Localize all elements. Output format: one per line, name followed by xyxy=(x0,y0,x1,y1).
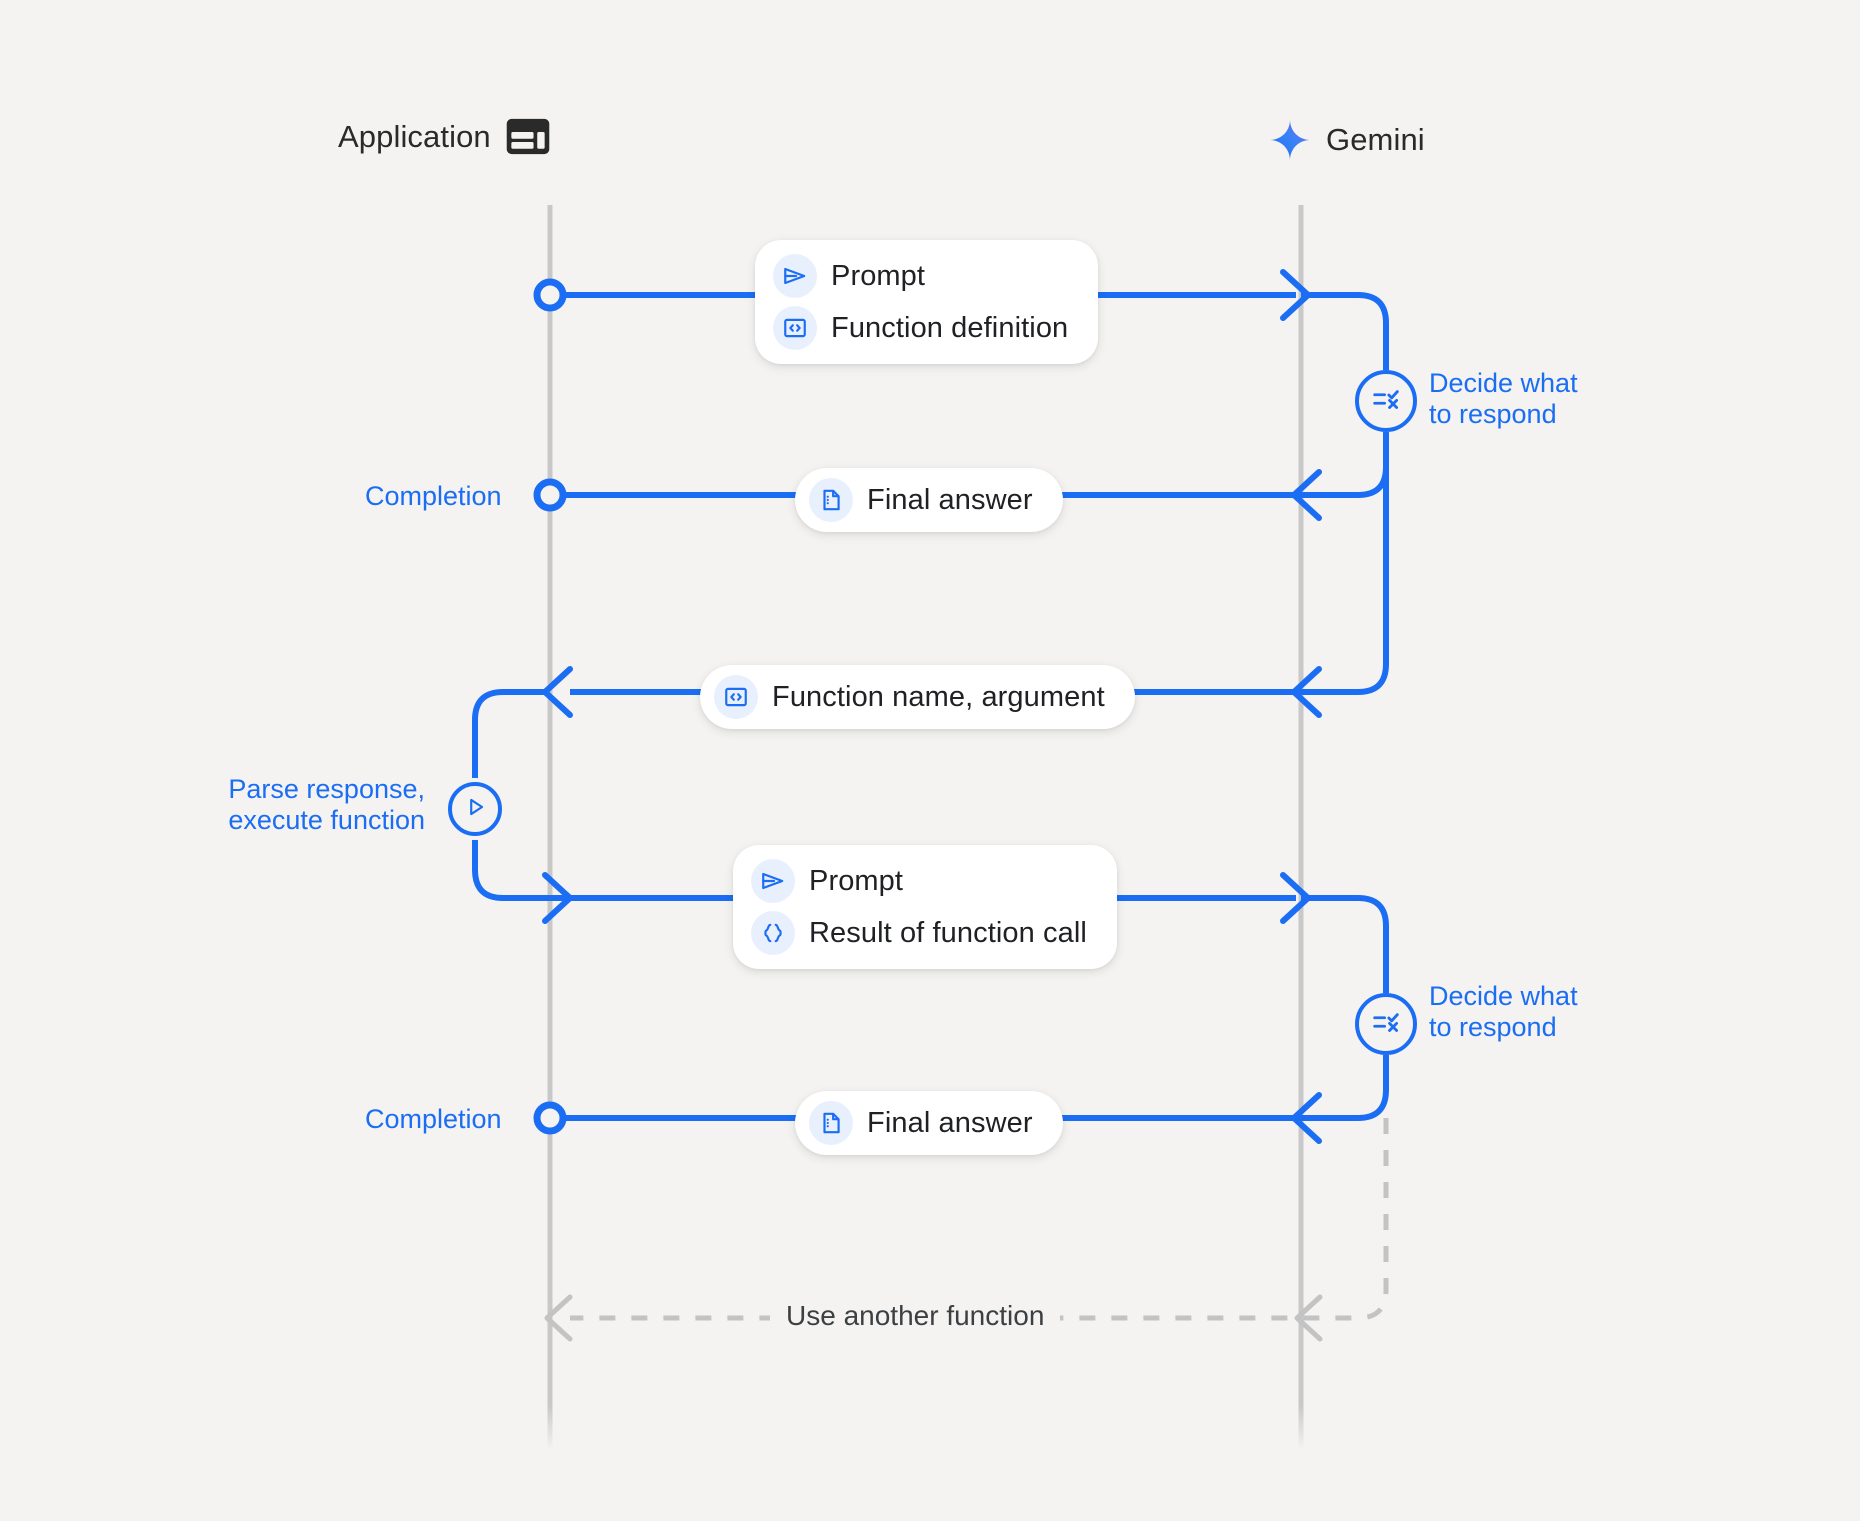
lifeline-application xyxy=(547,205,553,1450)
message-label: Final answer xyxy=(867,1106,1033,1139)
wire-final-answer-2 xyxy=(533,1055,1389,1144)
play-icon xyxy=(462,794,488,825)
label-completion-2: Completion xyxy=(365,1104,502,1134)
dashboard-layout-icon xyxy=(505,118,551,155)
message-row: Function definition xyxy=(773,306,1068,350)
lifeline-gemini xyxy=(1298,205,1304,1450)
code-brackets-box-icon xyxy=(714,675,758,719)
message-label: Prompt xyxy=(831,259,926,292)
message-card-function-name-argument[interactable]: Function name, argument xyxy=(700,665,1135,729)
decide-line-1: Decide what xyxy=(1429,368,1578,398)
message-label: Prompt xyxy=(809,864,904,897)
parse-line-1: Parse response, xyxy=(228,774,425,804)
start-marker xyxy=(533,278,567,312)
checklist-decision-icon xyxy=(1369,382,1403,421)
label-decide-what-to-respond-2: Decide what to respond xyxy=(1429,981,1578,1044)
message-label: Final answer xyxy=(867,483,1033,516)
parse-line-2: execute function xyxy=(228,805,425,836)
label-parse-response-execute-function: Parse response, execute function xyxy=(195,774,425,837)
column-header-gemini: Gemini xyxy=(1268,118,1425,162)
code-brackets-box-icon xyxy=(773,306,817,350)
document-icon xyxy=(809,1101,853,1145)
message-row: Final answer xyxy=(809,1101,1033,1145)
message-card-prompt-result-of-function-call[interactable]: Prompt Result of function call xyxy=(733,845,1117,969)
message-card-final-answer-2[interactable]: Final answer xyxy=(795,1091,1063,1155)
message-card-final-answer-1[interactable]: Final answer xyxy=(795,468,1063,532)
message-card-prompt-function-definition[interactable]: Prompt Function definition xyxy=(755,240,1099,364)
wire-loop-back xyxy=(544,1118,1389,1342)
label-decide-what-to-respond-1: Decide what to respond xyxy=(1429,368,1578,431)
process-node-parse-execute[interactable] xyxy=(448,782,502,836)
wire-second-prompt xyxy=(472,840,1389,993)
decide-line-2: to respond xyxy=(1429,399,1557,430)
label-completion-1: Completion xyxy=(365,481,502,511)
message-row: Final answer xyxy=(809,478,1033,522)
message-row: Function name, argument xyxy=(714,675,1105,719)
message-row: Prompt xyxy=(773,254,1068,298)
column-label-application: Application xyxy=(338,118,491,154)
send-icon xyxy=(751,859,795,903)
column-label-gemini: Gemini xyxy=(1326,122,1425,157)
message-row: Result of function call xyxy=(751,911,1087,955)
send-icon xyxy=(773,254,817,298)
decide-line-2: to respond xyxy=(1429,1012,1557,1043)
message-label: Result of function call xyxy=(809,916,1087,949)
document-icon xyxy=(809,478,853,522)
message-label: Function definition xyxy=(831,311,1069,344)
column-header-application: Application xyxy=(338,118,551,155)
checklist-decision-icon xyxy=(1369,1005,1403,1044)
label-use-another-function: Use another function xyxy=(770,1300,1061,1332)
decide-line-1: Decide what xyxy=(1429,981,1578,1011)
message-label: Function name, argument xyxy=(772,680,1105,713)
curly-braces-icon xyxy=(751,911,795,955)
wire-decision1-outputs xyxy=(1296,432,1389,695)
decision-node-decide-what-to-respond-1[interactable] xyxy=(1355,370,1417,432)
decision-node-decide-what-to-respond-2[interactable] xyxy=(1355,993,1417,1055)
message-row: Prompt xyxy=(751,859,1087,903)
gemini-sparkle-icon xyxy=(1268,118,1312,162)
